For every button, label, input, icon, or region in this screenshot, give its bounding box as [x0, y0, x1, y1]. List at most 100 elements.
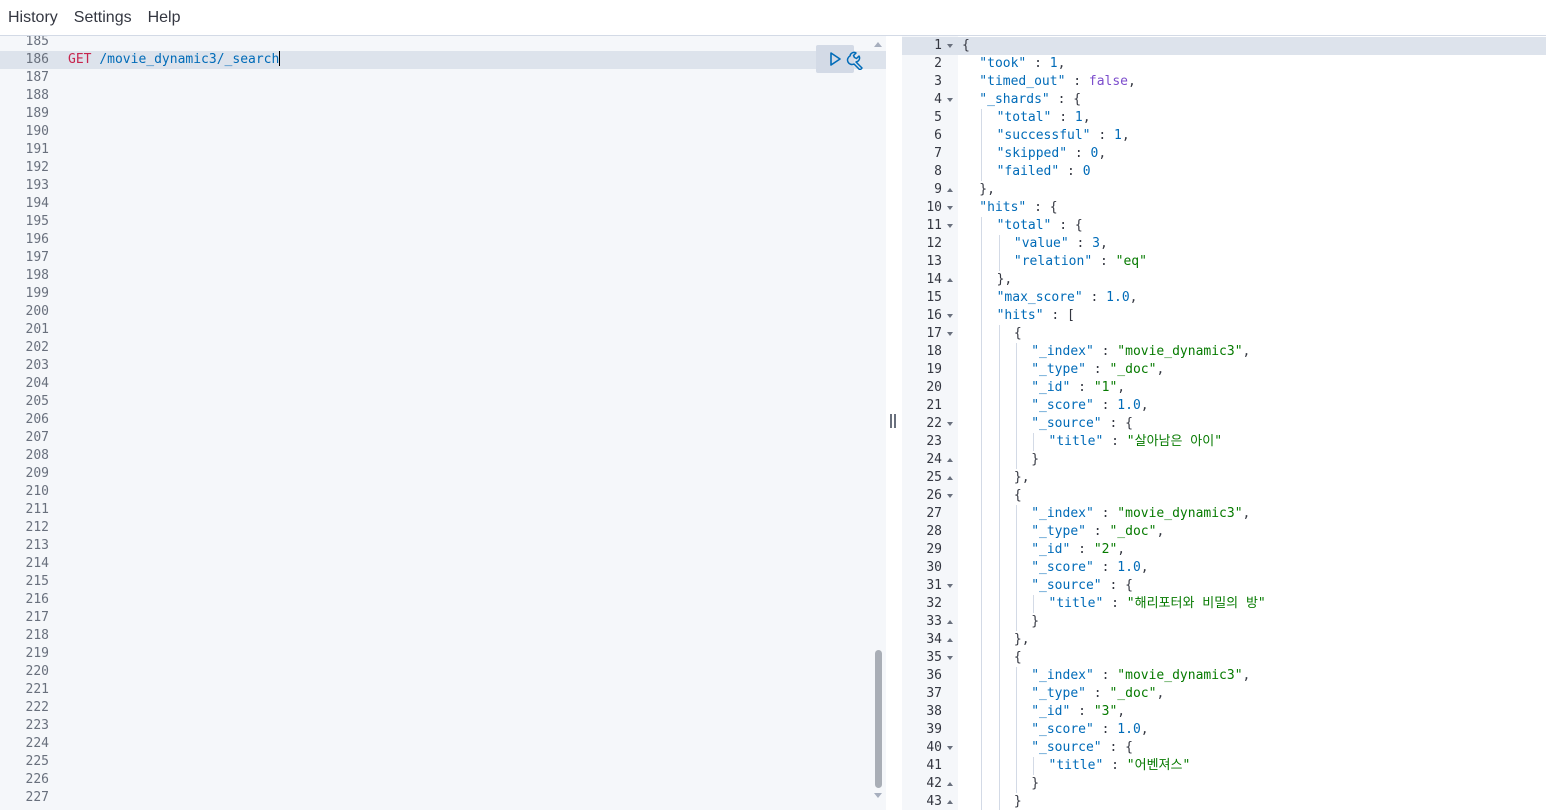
fold-collapse-icon[interactable]: [947, 224, 953, 228]
fold-expand-icon[interactable]: [947, 188, 953, 192]
scroll-down-arrow-icon[interactable]: [874, 793, 882, 798]
request-content[interactable]: [63, 36, 886, 810]
fold-collapse-icon[interactable]: [947, 656, 953, 660]
response-output[interactable]: 1{2"took" : 1,3"timed_out" : false,4"_sh…: [902, 36, 1546, 810]
indent-guide: [1015, 397, 1017, 415]
line-number: 215: [25, 574, 49, 589]
json-token: "title": [1048, 596, 1104, 611]
json-token: "_source": [1031, 578, 1102, 593]
fold-expand-icon[interactable]: [947, 620, 953, 624]
fold-expand-icon[interactable]: [947, 638, 953, 642]
json-token: ,: [1128, 74, 1136, 89]
response-line-number: 1: [934, 38, 942, 53]
request-line[interactable]: GET /movie_dynamic3/_search: [68, 51, 281, 69]
response-line: "_score" : 1.0,: [1031, 397, 1148, 415]
json-token: ,: [1156, 524, 1165, 539]
line-number: 217: [25, 610, 49, 625]
response-line: "total" : 1,: [997, 109, 1091, 127]
scrollbar-thumb[interactable]: [875, 650, 882, 788]
response-line: "_id" : "2",: [1031, 541, 1125, 559]
menu-settings[interactable]: Settings: [73, 8, 132, 26]
json-token: ,: [1129, 290, 1138, 305]
fold-expand-icon[interactable]: [947, 800, 953, 804]
indent-guide: [1015, 757, 1017, 775]
json-token: }: [1013, 794, 1022, 809]
menu-help[interactable]: Help: [147, 8, 181, 26]
fold-collapse-icon[interactable]: [947, 206, 953, 210]
indent-guide: [981, 145, 983, 163]
scroll-up-arrow-icon[interactable]: [874, 42, 882, 47]
indent-guide: [981, 289, 983, 307]
json-token: ,: [1117, 704, 1126, 719]
fold-collapse-icon[interactable]: [947, 746, 953, 750]
wrench-icon[interactable]: [846, 50, 868, 70]
indent-guide: [1015, 703, 1017, 721]
indent-guide: [1015, 523, 1017, 541]
response-line: "_index" : "movie_dynamic3",: [1031, 505, 1250, 523]
response-line: }: [1014, 793, 1022, 810]
response-line-number: 14: [926, 272, 942, 287]
indent-guide: [981, 325, 983, 343]
line-number: 195: [25, 214, 49, 229]
response-line-number: 11: [926, 218, 942, 233]
json-token: "_score": [1031, 398, 1094, 413]
fold-expand-icon[interactable]: [947, 476, 953, 480]
json-token: 3: [1092, 236, 1100, 251]
indent-guide: [1015, 577, 1017, 595]
json-token: "_index": [1031, 344, 1094, 359]
json-token: "hits": [979, 200, 1027, 215]
json-token: :: [1085, 362, 1110, 377]
play-icon[interactable]: [826, 50, 844, 68]
json-token: "hits": [996, 308, 1044, 323]
json-token: : [: [1043, 308, 1075, 323]
response-line: "title" : "어벤져스": [1049, 757, 1191, 775]
indent-guide: [998, 415, 1000, 433]
fold-expand-icon[interactable]: [947, 782, 953, 786]
json-token: },: [1013, 632, 1030, 647]
json-token: "movie_dynamic3": [1117, 668, 1243, 683]
line-number: 214: [25, 556, 49, 571]
indent-guide: [998, 379, 1000, 397]
indent-guide: [981, 109, 983, 127]
response-line: "skipped" : 0,: [997, 145, 1107, 163]
response-line: "_index" : "movie_dynamic3",: [1031, 343, 1250, 361]
json-token: {: [1013, 326, 1022, 341]
fold-expand-icon[interactable]: [947, 278, 953, 282]
fold-collapse-icon[interactable]: [947, 422, 953, 426]
indent-guide: [998, 397, 1000, 415]
response-line-number: 17: [926, 326, 942, 341]
pane-resizer[interactable]: [886, 36, 902, 810]
indent-guide: [981, 631, 983, 649]
json-token: "took": [979, 56, 1027, 71]
line-number: 225: [25, 754, 49, 769]
json-token: "title": [1048, 758, 1104, 773]
line-number: 190: [25, 124, 49, 139]
fold-collapse-icon[interactable]: [947, 98, 953, 102]
fold-collapse-icon[interactable]: [947, 314, 953, 318]
response-line-number: 36: [926, 668, 942, 683]
fold-expand-icon[interactable]: [947, 458, 953, 462]
response-line-number: 12: [926, 236, 942, 251]
json-token: :: [1070, 704, 1094, 719]
line-number: 219: [25, 646, 49, 661]
line-number: 216: [25, 592, 49, 607]
line-number: 221: [25, 682, 49, 697]
response-content[interactable]: [958, 36, 1546, 810]
json-token: 1: [1114, 128, 1122, 143]
response-line-number: 41: [926, 758, 942, 773]
fold-collapse-icon[interactable]: [947, 584, 953, 588]
indent-guide: [1015, 343, 1017, 361]
request-method: GET: [68, 52, 92, 67]
response-line: {: [1014, 649, 1022, 667]
json-token: ,: [1117, 380, 1126, 395]
json-token: ,: [1156, 686, 1165, 701]
fold-collapse-icon[interactable]: [947, 332, 953, 336]
indent-guide: [998, 487, 1000, 505]
fold-collapse-icon[interactable]: [947, 494, 953, 498]
response-line: "title" : "해리포터와 비밀의 방": [1049, 595, 1266, 613]
indent-guide: [1015, 541, 1017, 559]
fold-collapse-icon[interactable]: [947, 44, 953, 48]
line-number: 192: [25, 160, 49, 175]
menu-history[interactable]: History: [8, 8, 58, 26]
